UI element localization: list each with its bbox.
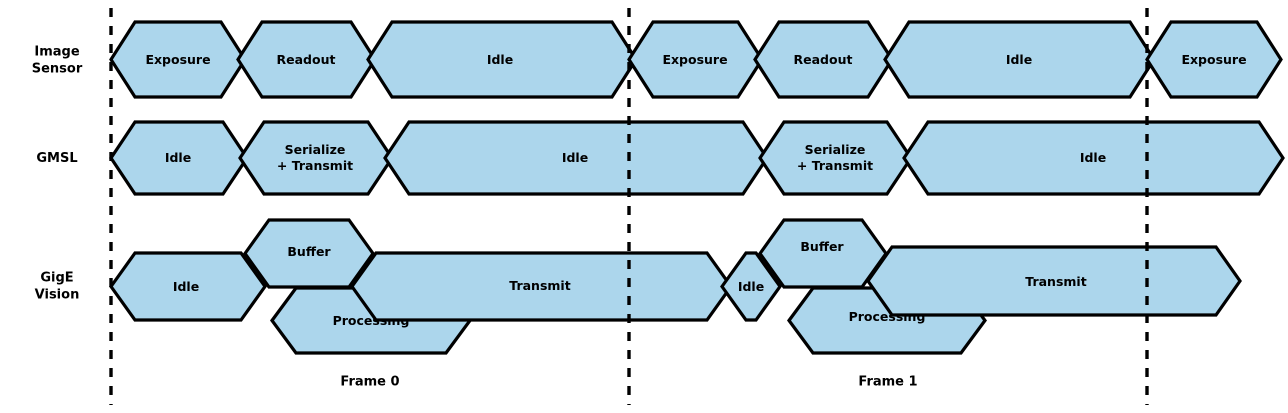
block-is-exposure-1[interactable]: Exposure bbox=[627, 20, 764, 99]
block-gige-transmit-1[interactable]: Transmit bbox=[866, 245, 1242, 317]
block-gmsl-serialize-1[interactable]: Serialize+ Transmit bbox=[758, 120, 913, 196]
block-shape-gige-idle-1 bbox=[720, 251, 782, 322]
block-label-gmsl-idle-1: Idle bbox=[562, 150, 588, 165]
block-gige-buffer-1[interactable]: Buffer bbox=[758, 218, 888, 289]
frame-dividers-layer bbox=[109, 8, 1149, 405]
block-label-gmsl-idle-2: Idle bbox=[1080, 150, 1106, 165]
block-label-gige-transmit-1: Transmit bbox=[1025, 274, 1086, 289]
block-label-gmsl-idle-0: Idle bbox=[165, 150, 191, 165]
block-label-is-readout-0: Readout bbox=[277, 52, 336, 67]
block-gmsl-idle-2[interactable]: Idle bbox=[902, 120, 1285, 196]
block-is-idle-0[interactable]: Idle bbox=[366, 20, 638, 99]
block-is-readout-0[interactable]: Readout bbox=[236, 20, 377, 99]
lane-label-gmsl: GMSL bbox=[36, 151, 77, 166]
block-gige-idle-0[interactable]: Idle bbox=[109, 251, 267, 322]
block-is-idle-1[interactable]: Idle bbox=[883, 20, 1156, 99]
block-is-exposure-2[interactable]: Exposure bbox=[1145, 20, 1283, 99]
block-gige-buffer-0[interactable]: Buffer bbox=[243, 218, 375, 289]
block-label-gmsl-serialize-0: Serialize+ Transmit bbox=[277, 142, 353, 173]
block-label-is-exposure-1: Exposure bbox=[662, 52, 727, 67]
block-label-is-exposure-2: Exposure bbox=[1181, 52, 1246, 67]
block-label-gige-buffer-1: Buffer bbox=[800, 239, 844, 254]
block-gmsl-serialize-0[interactable]: Serialize+ Transmit bbox=[238, 120, 394, 196]
frame-labels-layer: Frame 0 Frame 1 bbox=[340, 375, 917, 390]
frame-0-label: Frame 0 bbox=[340, 375, 399, 390]
block-is-exposure-0[interactable]: Exposure bbox=[109, 20, 247, 99]
block-shape-is-exposure-2 bbox=[1145, 20, 1283, 99]
block-label-is-idle-0: Idle bbox=[487, 52, 513, 67]
block-gmsl-idle-0[interactable]: Idle bbox=[109, 120, 249, 196]
block-shape-gmsl-idle-2 bbox=[902, 120, 1285, 196]
block-label-gige-idle-0: Idle bbox=[173, 279, 199, 294]
block-shape-gige-idle-0 bbox=[109, 251, 267, 322]
block-gmsl-idle-1[interactable]: Idle bbox=[383, 120, 769, 196]
block-is-readout-1[interactable]: Readout bbox=[753, 20, 894, 99]
block-gige-idle-1[interactable]: Idle bbox=[720, 251, 782, 322]
lane-gmsl: Idle Serialize+ Transmit Idle Serialize+ Tr… bbox=[109, 120, 1285, 196]
block-label-is-idle-1: Idle bbox=[1006, 52, 1032, 67]
block-label-is-readout-1: Readout bbox=[794, 52, 853, 67]
block-label-gige-buffer-0: Buffer bbox=[287, 244, 331, 259]
block-label-is-exposure-0: Exposure bbox=[145, 52, 210, 67]
block-shape-gige-buffer-1 bbox=[758, 218, 888, 289]
block-gige-transmit-0[interactable]: Transmit bbox=[350, 251, 733, 322]
block-shape-gige-buffer-0 bbox=[243, 218, 375, 289]
block-label-gige-idle-1: Idle bbox=[738, 279, 764, 294]
block-label-gige-transmit-0: Transmit bbox=[509, 278, 570, 293]
block-label-gmsl-serialize-1: Serialize+ Transmit bbox=[797, 142, 873, 173]
lane-image-sensor: Exposure Readout Idle Exposure Readout Idle Ex… bbox=[109, 20, 1283, 99]
frame-1-label: Frame 1 bbox=[858, 375, 917, 390]
